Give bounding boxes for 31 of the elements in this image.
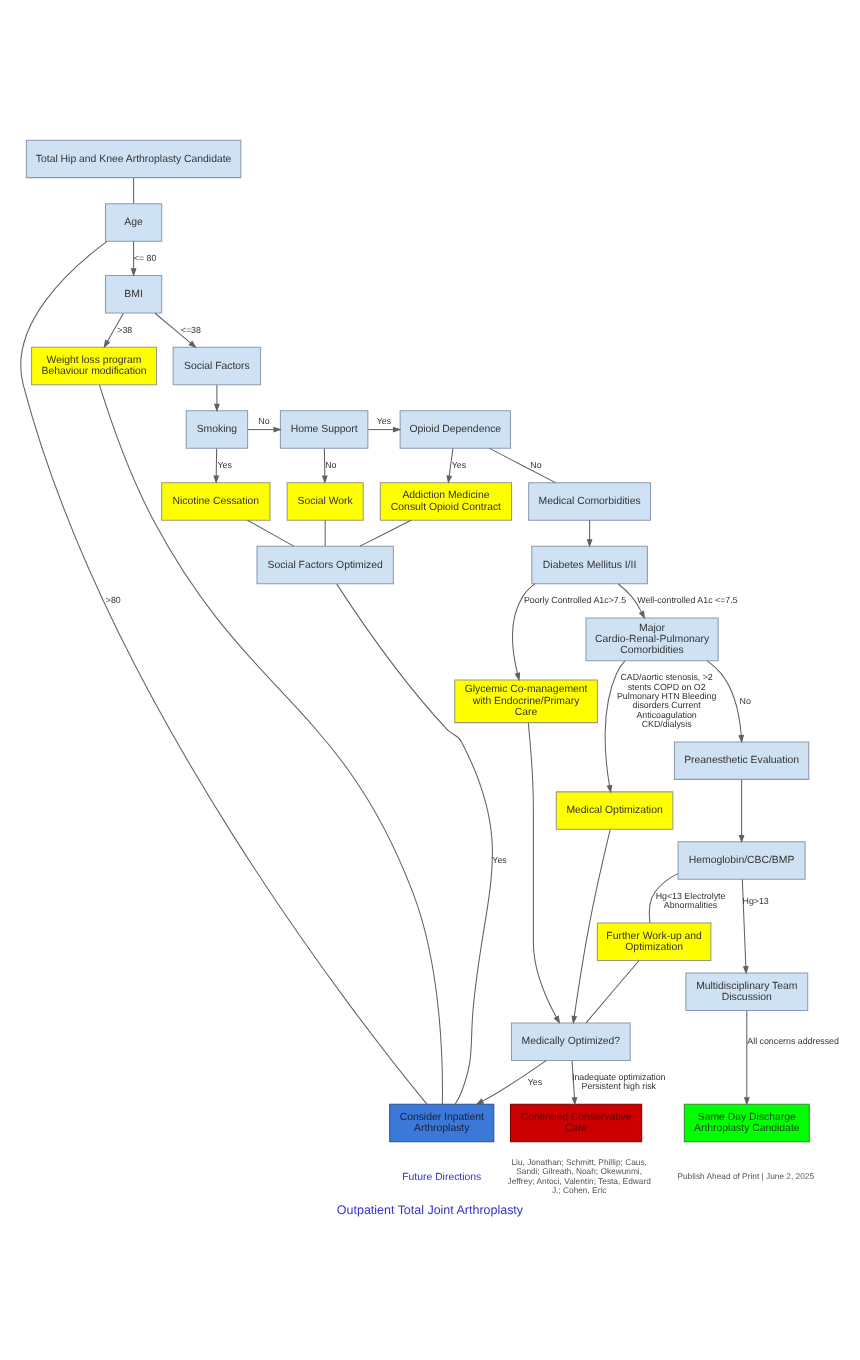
arrow [527, 721, 561, 1024]
arrow [130, 239, 137, 276]
arrow [571, 828, 611, 1024]
connector [246, 518, 295, 546]
connector [648, 872, 679, 923]
arrow [103, 311, 124, 348]
arrow [367, 425, 402, 432]
arrow [154, 311, 197, 348]
connector [489, 446, 556, 483]
connector [20, 239, 428, 1104]
connector [585, 959, 640, 1023]
arrow [738, 778, 745, 843]
arrow [571, 1059, 578, 1105]
connector [99, 383, 443, 1104]
arrow [475, 1059, 547, 1104]
arrow [741, 878, 749, 974]
connector [359, 518, 412, 546]
arrow [604, 659, 626, 793]
arrow [617, 582, 646, 619]
connector [133, 176, 135, 203]
arrow [213, 383, 220, 412]
connector [336, 582, 493, 1104]
arrow [446, 447, 454, 483]
arrow [586, 518, 593, 547]
arrow [512, 582, 536, 681]
arrow [213, 447, 220, 483]
arrow [706, 659, 745, 743]
arrow [321, 447, 328, 483]
arrow [743, 1009, 750, 1105]
connector [324, 518, 326, 546]
arrow [247, 425, 282, 432]
